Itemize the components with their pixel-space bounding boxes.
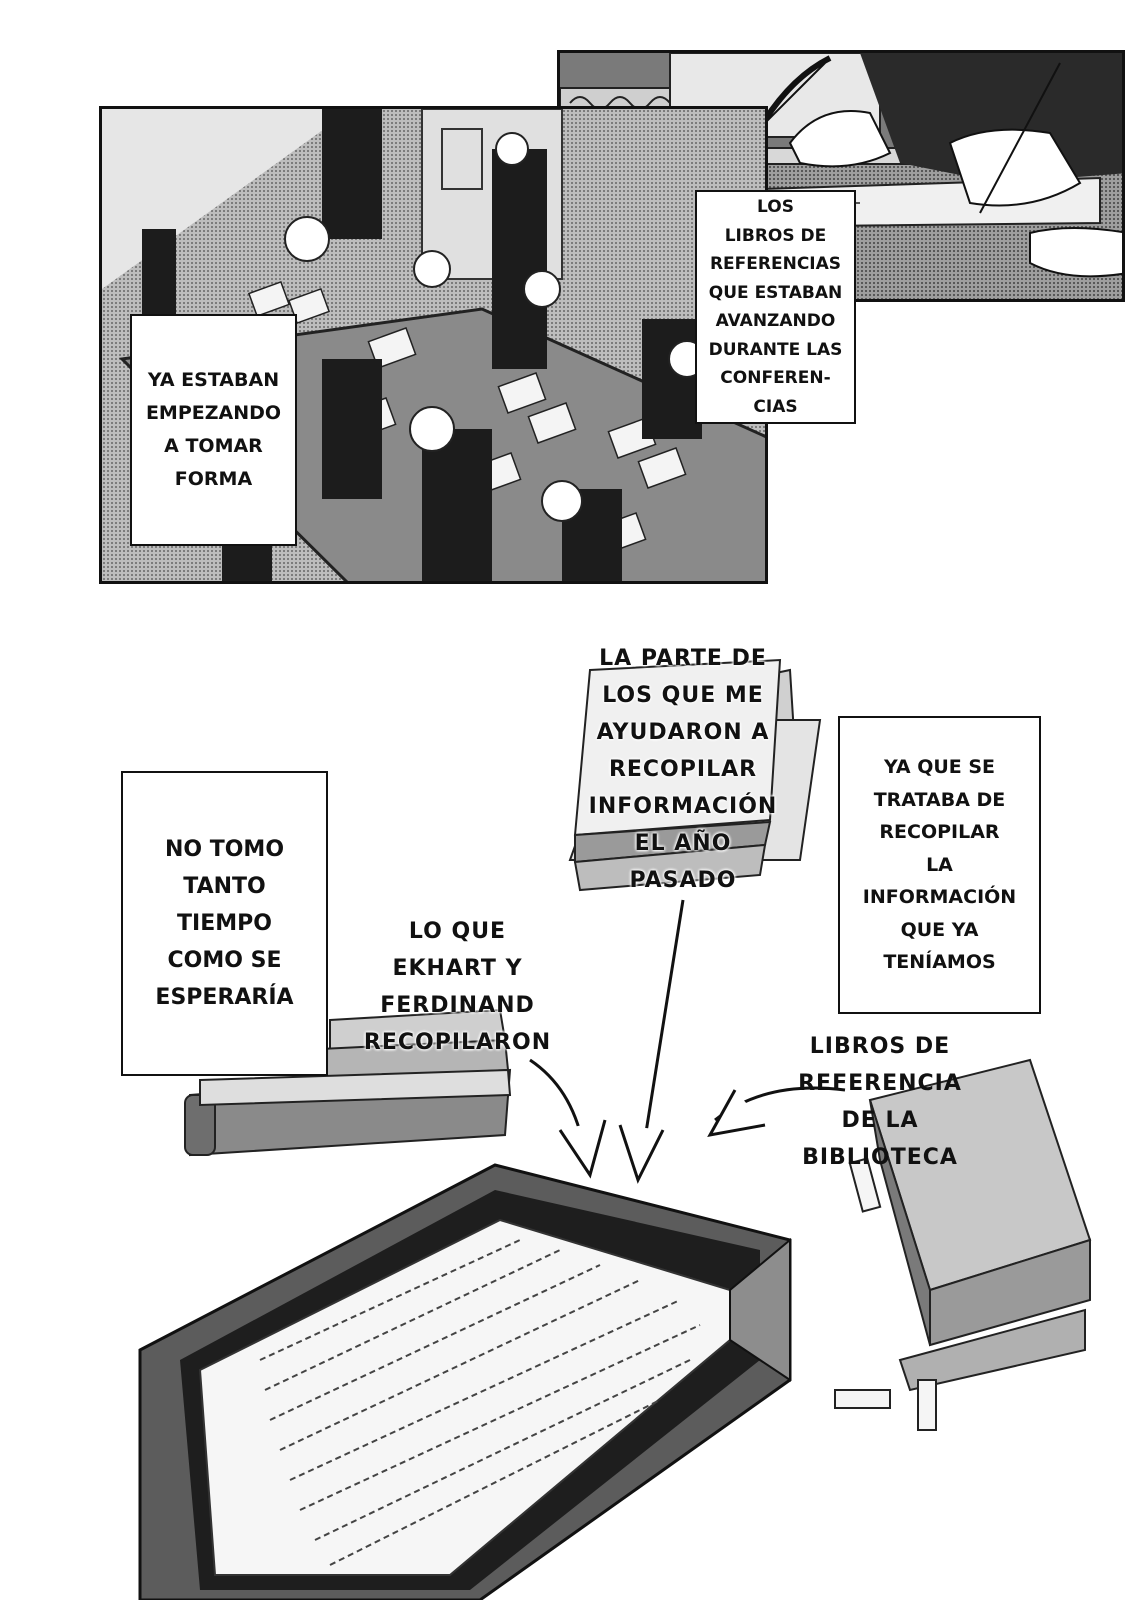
arrows	[529, 899, 846, 1184]
caption-not-much-time: NO TOMO TANTO TIEMPO COMO SE ESPERARÍA	[121, 771, 328, 1076]
label-last-year-helpers: LA PARTE DE LOS QUE ME AYUDARON A RECOPI…	[588, 646, 778, 893]
books-and-tray-illustration	[138, 658, 1092, 1600]
label-ekhart-ferdinand: LO QUE EKHART Y FERDINAND RECOPILARON	[363, 919, 552, 1055]
right-book-pile	[834, 1058, 1092, 1431]
left-book-pile	[184, 1008, 512, 1157]
papers-stack	[568, 658, 822, 892]
caption-compiling-info: YA QUE SE TRATABA DE RECOPILAR LA INFORM…	[838, 716, 1041, 1014]
label-library-books: LIBROS DE REFERENCIA DE LA BIBLIOTECA	[798, 1034, 962, 1170]
caption-reference-books: LOS LIBROS DE REFERENCIAS QUE ESTABAN AV…	[695, 190, 856, 424]
document-tray	[138, 1163, 792, 1600]
caption-taking-shape: YA ESTABAN EMPEZANDO A TOMAR FORMA	[130, 314, 297, 546]
